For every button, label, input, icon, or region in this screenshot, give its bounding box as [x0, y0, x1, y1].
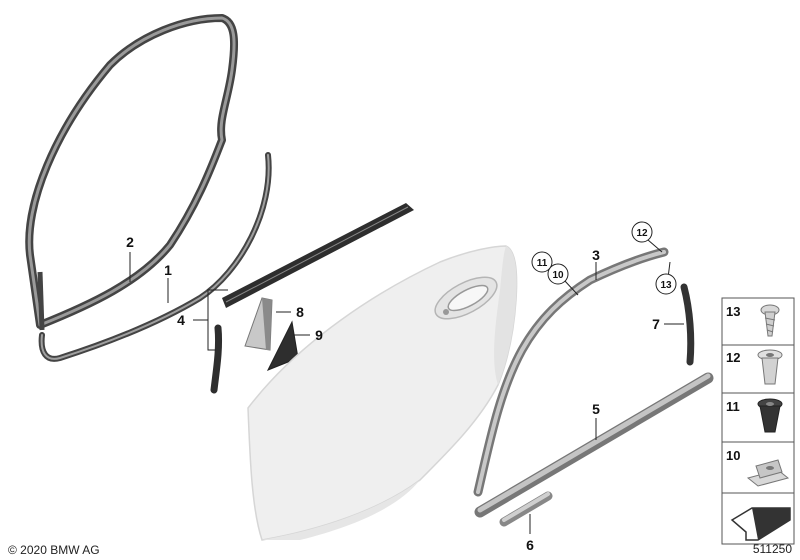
panel-label-11: 11: [726, 399, 740, 414]
sill-end-piece: [499, 491, 553, 527]
expansion-nut-icon: [757, 349, 783, 385]
callout-10: 10: [547, 263, 569, 285]
callout-9-label: 9: [315, 327, 323, 343]
sheet-metal-nut-icon: [746, 459, 790, 487]
panel-item-10: 10: [726, 448, 790, 487]
window-channel-strip: [222, 203, 414, 308]
callout-11: 11: [531, 251, 553, 273]
callout-3-label: 3: [592, 247, 600, 263]
panel-label-10: 10: [726, 448, 740, 463]
callout-13: 13: [655, 273, 677, 295]
callout-10-label: 10: [552, 270, 564, 281]
callout-6-label: 6: [526, 537, 534, 553]
callout-3: 3: [592, 247, 600, 263]
mirror-triangle-cover: [244, 297, 273, 351]
vertical-seal-strip: [210, 324, 222, 394]
callout-8: 8: [296, 304, 304, 320]
callout-1-label: 1: [164, 262, 172, 278]
sill-trim: [474, 372, 714, 518]
callout-6: 6: [526, 537, 534, 553]
panel-item-13: 13: [726, 304, 780, 337]
panel-label-13: 13: [726, 304, 740, 319]
callout-5-label: 5: [592, 401, 600, 417]
panel-item-12: 12: [726, 349, 783, 385]
callout-9: 9: [315, 327, 323, 343]
callout-12: 12: [631, 221, 653, 243]
mirror-triangle-trim: [266, 320, 299, 371]
door-panel: [247, 245, 518, 541]
callout-8-label: 8: [296, 304, 304, 320]
grommet-icon: [757, 398, 783, 433]
copyright-text: © 2020 BMW AG: [8, 543, 100, 557]
panel-label-12: 12: [726, 350, 740, 365]
small-parts-panel: 13 12 11: [721, 297, 795, 545]
callout-2: 2: [126, 234, 134, 250]
callout-13-label: 13: [660, 280, 672, 291]
door-handle: [434, 276, 498, 320]
callout-2-label: 2: [126, 234, 134, 250]
callout-5: 5: [592, 401, 600, 417]
callout-7-label: 7: [652, 316, 660, 332]
screw-icon: [760, 304, 780, 337]
diagram-number: 511250: [753, 542, 792, 556]
arrow-symbol-icon: [730, 507, 791, 541]
pillar-trim: [680, 283, 695, 366]
callout-11-label: 11: [537, 258, 548, 269]
callout-1: 1: [164, 262, 172, 278]
body-seal: [38, 152, 272, 362]
callout-7: 7: [652, 316, 660, 332]
callout-4: 4: [177, 312, 185, 328]
window-frame-trim: [473, 247, 669, 497]
callout-4-label: 4: [177, 312, 185, 328]
panel-item-11: 11: [726, 398, 783, 433]
callout-12-label: 12: [636, 228, 648, 239]
door-seal: [25, 14, 239, 331]
